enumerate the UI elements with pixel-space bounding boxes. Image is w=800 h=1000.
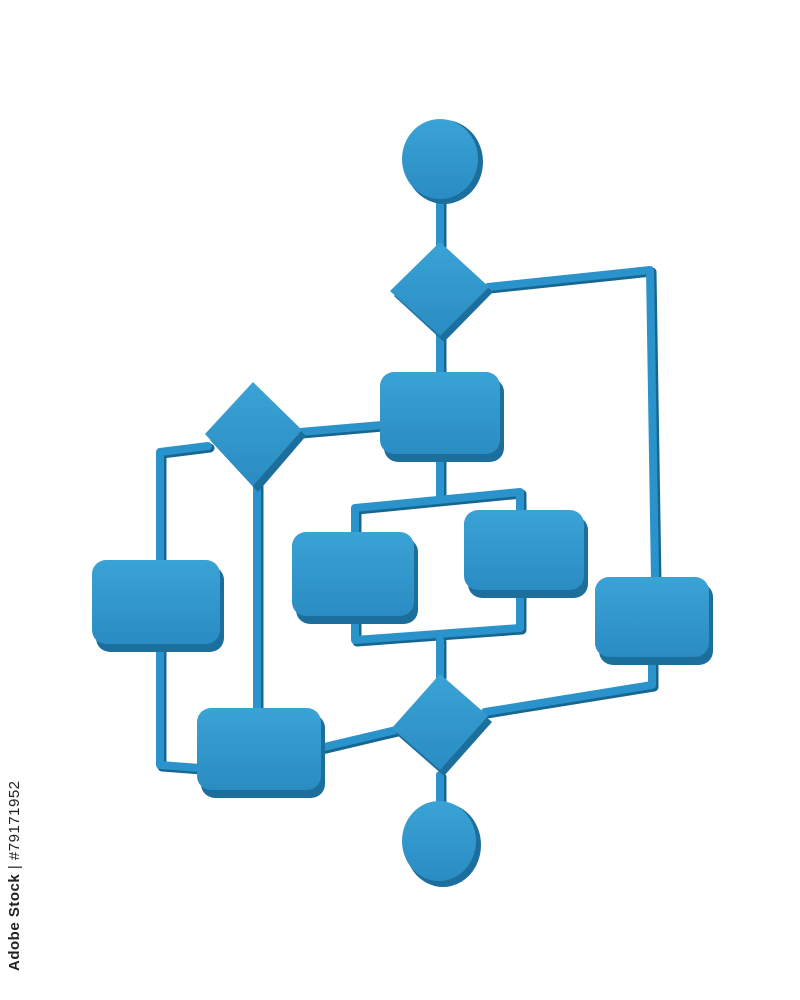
process-right-box-icon xyxy=(595,577,713,665)
stock-id-number: #79171952 xyxy=(6,780,23,860)
start-node-circle-icon xyxy=(402,119,483,204)
decision-2-diamond-icon xyxy=(205,382,306,492)
end-node-circle-icon xyxy=(402,801,481,887)
process-bottom-left-box-icon xyxy=(197,708,325,798)
stock-brand-text: Adobe Stock xyxy=(6,873,23,971)
decision-3-diamond-icon xyxy=(392,674,492,776)
process-center-right-box-icon xyxy=(464,510,588,598)
stock-id-label: Adobe Stock | #79171952 xyxy=(6,780,32,995)
process-left-box-icon xyxy=(92,560,224,652)
connector-lines xyxy=(156,191,662,817)
process-center-left-box-icon xyxy=(292,532,418,624)
process-1-box-icon xyxy=(380,372,504,462)
stock-id-separator: | xyxy=(6,859,23,874)
decision-1-diamond-icon xyxy=(390,242,493,342)
